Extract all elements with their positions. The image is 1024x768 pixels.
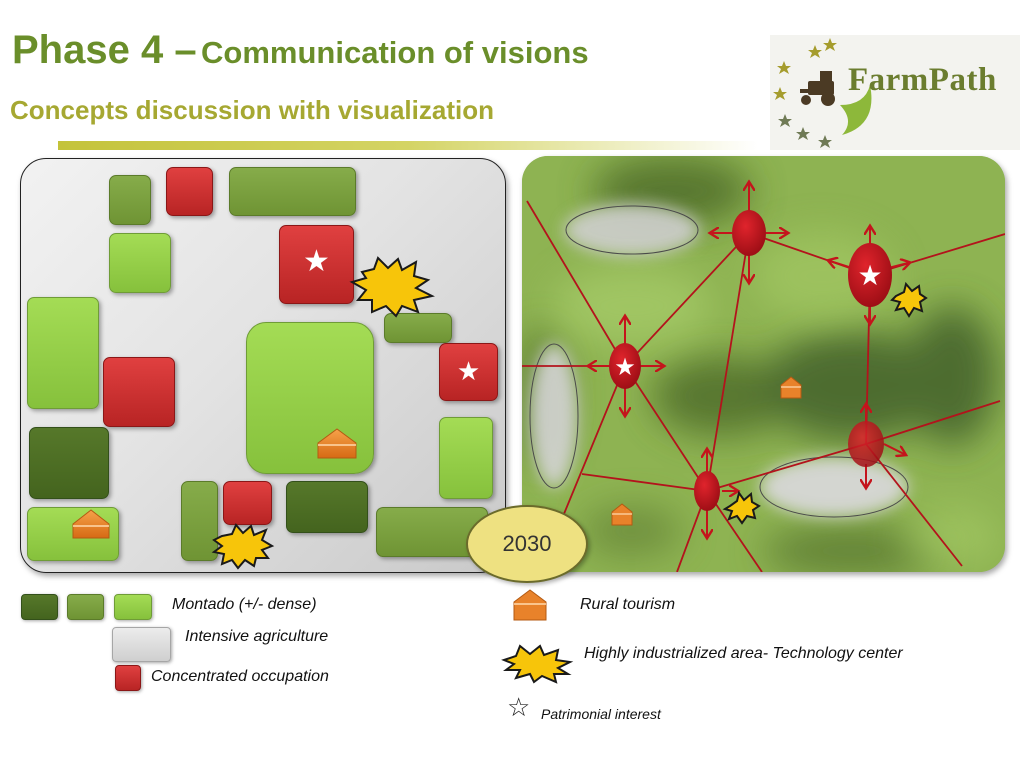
year-badge: 2030 (466, 505, 588, 583)
current-landscape-panel: ★ ★ (20, 158, 506, 573)
title-phase: Phase 4 – (12, 28, 197, 72)
legend-patrimonial: Patrimonial interest (541, 706, 661, 722)
industrial-area-icon (890, 281, 928, 318)
legend-swatch-montado-medium (67, 594, 104, 620)
concentrated-node (732, 210, 766, 256)
logo-graphic (773, 38, 872, 148)
legend-swatch-montado-dense (21, 594, 58, 620)
concentrated-node (694, 471, 720, 511)
legend-industrial: Highly industrialized area- Technology c… (584, 645, 903, 662)
patrimonial-star-icon: ★ (303, 245, 330, 278)
concentrated-node (609, 343, 641, 389)
montado-block (109, 233, 171, 293)
industrial-area-icon (722, 490, 761, 525)
rural-tourism-icon (780, 376, 802, 399)
logo-text: FarmPath (848, 62, 997, 98)
vision-map: ★ ★ (522, 156, 1005, 572)
montado-block (29, 427, 109, 499)
vision-2030-panel: ★ ★ (522, 156, 1005, 572)
farmpath-logo (770, 35, 1020, 150)
montado-block (181, 481, 218, 561)
montado-block (384, 313, 452, 343)
rural-tourism-icon (611, 503, 633, 526)
rural-tourism-icon (317, 428, 357, 459)
rural-tourism-icon (72, 509, 110, 539)
montado-block (286, 481, 368, 533)
concentrated-node (848, 421, 884, 467)
montado-dense-area (522, 156, 997, 572)
legend-swatch-montado-light (114, 594, 152, 620)
legend-swatch-intensive (112, 627, 171, 662)
legend-montado: Montado (+/- dense) (172, 596, 317, 613)
patrimonial-star-icon: ★ (456, 356, 481, 386)
legend-swatch-concentrated (115, 665, 141, 691)
page-title: Phase 4 – Communication of visions (12, 28, 589, 73)
legend-concentrated: Concentrated occupation (151, 668, 329, 685)
title-rest: Communication of visions (201, 35, 589, 70)
montado-block (229, 167, 356, 216)
intensive-agriculture-area (759, 456, 909, 518)
industrial-area-icon (349, 256, 435, 318)
page-subtitle: Concepts discussion with visualization (10, 95, 494, 125)
concentrated-block (166, 167, 213, 216)
montado-block (27, 297, 99, 409)
legend-industrial-icon (501, 644, 574, 684)
intensive-agriculture-area (529, 343, 579, 489)
montado-block (109, 175, 151, 225)
legend-star-icon: ☆ (507, 692, 531, 722)
legend-rural-tourism: Rural tourism (580, 596, 676, 613)
intensive-agriculture-area (564, 204, 700, 256)
concentrated-node (848, 243, 892, 307)
legend-intensive: Intensive agriculture (185, 628, 329, 645)
industrial-area-icon (211, 523, 275, 570)
concentrated-block (103, 357, 175, 427)
concentrated-block: ★ (279, 225, 354, 304)
concentrated-block (223, 481, 272, 525)
montado-block (439, 417, 493, 499)
concentrated-block: ★ (439, 343, 498, 401)
patrimonial-star-icon: ★ (614, 354, 636, 381)
legend-rural-tourism-icon (513, 589, 547, 621)
patrimonial-star-icon: ★ (857, 260, 882, 291)
tractor-icon (800, 71, 835, 106)
title-divider (58, 141, 758, 150)
